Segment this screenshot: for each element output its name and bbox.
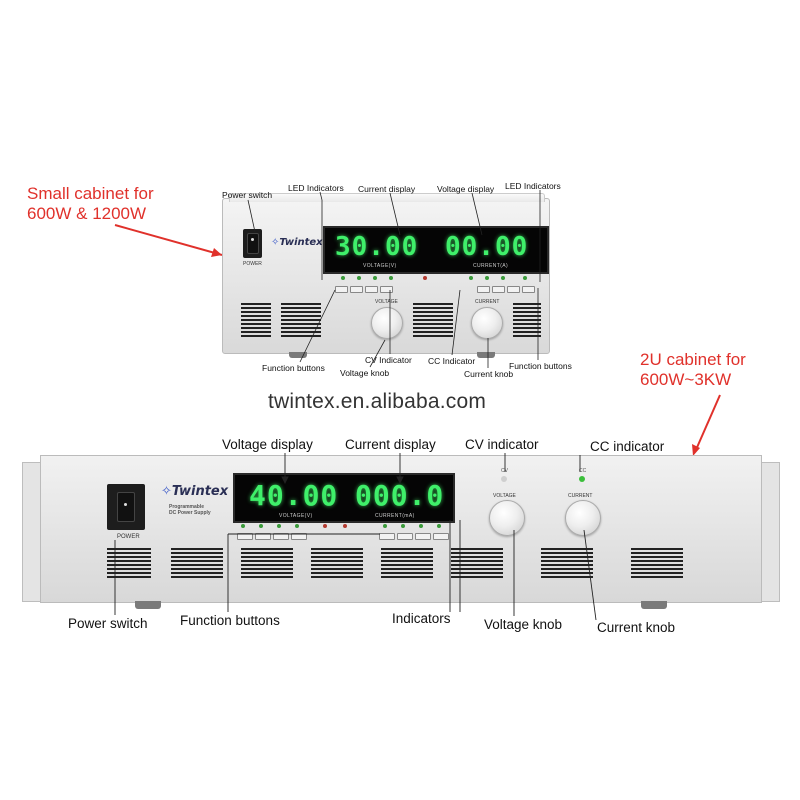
rack-callout-current-knob: Current knob (597, 620, 676, 635)
small-callout-function-left: Function buttons (262, 363, 325, 373)
rack-function-button[interactable] (291, 533, 307, 540)
rack-cc-tag: CC (579, 468, 587, 474)
rack-callout-voltage-display: Voltage display (222, 437, 313, 452)
rack-function-button[interactable] (255, 533, 271, 540)
rack-cv-tag: CV (501, 468, 508, 474)
small-current-knob-label: CURRENT (475, 299, 500, 305)
rack-sub-brand: Programmable DC Power Supply (169, 504, 211, 516)
rack-callout-cv-indicator: CV indicator (465, 437, 539, 452)
small-callout-voltage-knob: Voltage knob (340, 368, 390, 378)
small-power-switch[interactable] (243, 229, 262, 258)
rack-cabinet-note-line1: 2U cabinet for (640, 350, 746, 369)
small-callout-cv-indicator: CV Indicator (365, 355, 412, 365)
small-callout-power-switch: Power switch (222, 190, 273, 200)
small-callout-led-right: LED Indicators (505, 181, 561, 191)
rack-brand-text: Twintex (171, 484, 229, 499)
rack-current-caption: CURRENT(mA) (375, 513, 415, 519)
watermark-text: twintex.en.alibaba.com (268, 390, 487, 413)
small-cabinet-note-line2: 600W & 1200W (27, 204, 147, 223)
rack-callout-cc-indicator: CC indicator (590, 439, 665, 454)
rack-callout-power-switch: Power switch (68, 616, 148, 631)
small-callout-function-right: Function buttons (509, 361, 572, 371)
small-callout-cc-indicator: CC Indicator (428, 356, 476, 366)
rack-display-panel: 40.00 VOLTAGE(V) 000.0 CURRENT(mA) (233, 473, 455, 523)
small-function-button[interactable] (350, 286, 363, 293)
small-voltage-caption: VOLTAGE(V) (363, 263, 397, 269)
rack-brand-logo: ✧Twintex (161, 484, 229, 499)
small-current-knob[interactable] (471, 307, 503, 339)
rack-current-knob-label: CURRENT (568, 493, 593, 499)
rack-function-button[interactable] (433, 533, 449, 540)
small-cabinet-note: Small cabinet for 600W & 1200W (27, 184, 154, 224)
small-function-button[interactable] (477, 286, 490, 293)
small-current-caption: CURRENT(A) (473, 263, 509, 269)
rack-function-button[interactable] (379, 533, 395, 540)
rack-voltage-knob-label: VOLTAGE (493, 493, 516, 499)
small-cabinet-device: POWER ✧Twintex 30.00 VOLTAGE(V) 00.00 CU… (222, 193, 550, 358)
small-function-button[interactable] (365, 286, 378, 293)
rack-callout-indicators: Indicators (392, 611, 451, 626)
rack-voltage-caption: VOLTAGE(V) (279, 513, 313, 519)
rack-cv-led (501, 476, 507, 482)
small-function-button[interactable] (380, 286, 393, 293)
rack-callout-function-buttons: Function buttons (180, 613, 280, 628)
small-power-label: POWER (243, 261, 262, 267)
small-current-readout: 00.00 (445, 232, 529, 262)
rack-callout-current-display: Current display (345, 437, 436, 452)
small-voltage-knob[interactable] (371, 307, 403, 339)
small-display-panel: 30.00 VOLTAGE(V) 00.00 CURRENT(A) (323, 226, 549, 274)
rack-function-button[interactable] (273, 533, 289, 540)
small-brand-text: Twintex (279, 237, 323, 248)
small-function-button[interactable] (507, 286, 520, 293)
small-callout-voltage-display: Voltage display (437, 184, 495, 194)
rack-current-knob[interactable] (565, 500, 601, 536)
small-brand-logo: ✧Twintex (271, 237, 323, 248)
small-callout-current-knob: Current knob (464, 369, 514, 379)
rack-sub-brand-line1: Programmable (169, 504, 205, 510)
rack-cabinet-note-line2: 600W~3KW (640, 370, 732, 389)
small-function-button[interactable] (522, 286, 535, 293)
rack-function-button[interactable] (237, 533, 253, 540)
rack-function-button[interactable] (415, 533, 431, 540)
rack-voltage-knob[interactable] (489, 500, 525, 536)
small-voltage-knob-label: VOLTAGE (375, 299, 398, 305)
rack-cabinet-note: 2U cabinet for 600W~3KW (640, 350, 746, 390)
small-cabinet-note-line1: Small cabinet for (27, 184, 154, 203)
rack-current-readout: 000.0 (355, 479, 445, 512)
rack-cc-led (579, 476, 585, 482)
small-function-button[interactable] (335, 286, 348, 293)
rack-power-switch[interactable] (107, 484, 145, 530)
rack-callout-voltage-knob: Voltage knob (484, 617, 563, 632)
rack-voltage-readout: 40.00 (249, 479, 339, 512)
small-function-button[interactable] (492, 286, 505, 293)
rack-sub-brand-line2: DC Power Supply (169, 510, 211, 516)
rack-function-button[interactable] (397, 533, 413, 540)
rack-power-label: POWER (117, 534, 140, 540)
small-callout-led-left: LED Indicators (288, 183, 344, 193)
small-voltage-readout: 30.00 (335, 232, 419, 262)
small-callout-current-display: Current display (358, 184, 416, 194)
